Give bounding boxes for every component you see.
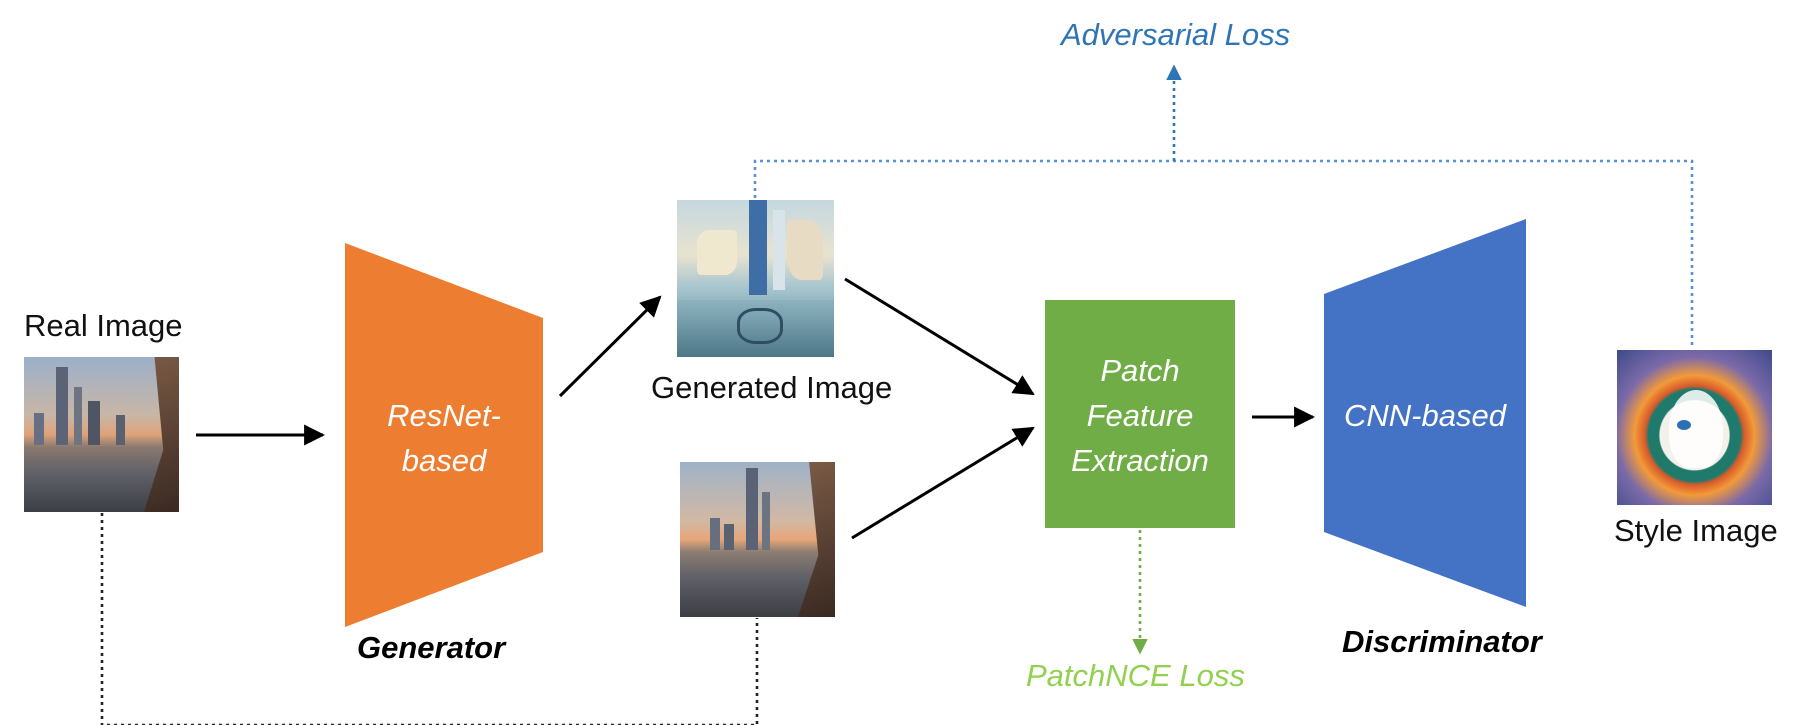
generator-block-text: ResNet- based [345,393,543,483]
adversarial-connector [753,159,1694,348]
generated-image-thumbnail [677,200,834,357]
adversarial-loss-label: Adversarial Loss [1061,17,1291,52]
discriminator-block-text: CNN-based [1324,393,1526,438]
real-image-copy-thumbnail [680,462,835,617]
patch-feature-extraction-block [1045,300,1235,528]
dotted-connector-real-to-copy [100,513,759,725]
arrow-generated-to-patch [844,277,1035,396]
style-image-thumbnail [1617,350,1772,505]
generator-block-line-1: ResNet- [387,398,501,433]
arrow-generator-to-generated [558,295,662,398]
patch-block-line-1: Patch [1100,353,1180,388]
real-image-thumbnail [24,357,179,512]
generator-block-line-2: based [401,443,487,478]
arrow-real-copy-to-patch [851,426,1035,540]
discriminator-label: Discriminator [1342,624,1542,659]
patchnce-loss-label: PatchNCE Loss [1026,658,1245,693]
real-image-label: Real Image [24,308,183,343]
patch-feature-block-text: Patch Feature Extraction [1045,348,1235,483]
patch-block-line-3: Extraction [1071,443,1209,478]
generator-block [345,243,543,627]
discriminator-block [1324,219,1526,607]
generator-label: Generator [357,630,506,665]
patch-block-line-2: Feature [1086,398,1194,433]
style-image-label: Style Image [1614,513,1778,548]
discriminator-block-line-1: CNN-based [1344,398,1506,433]
generated-image-label: Generated Image [651,370,893,405]
